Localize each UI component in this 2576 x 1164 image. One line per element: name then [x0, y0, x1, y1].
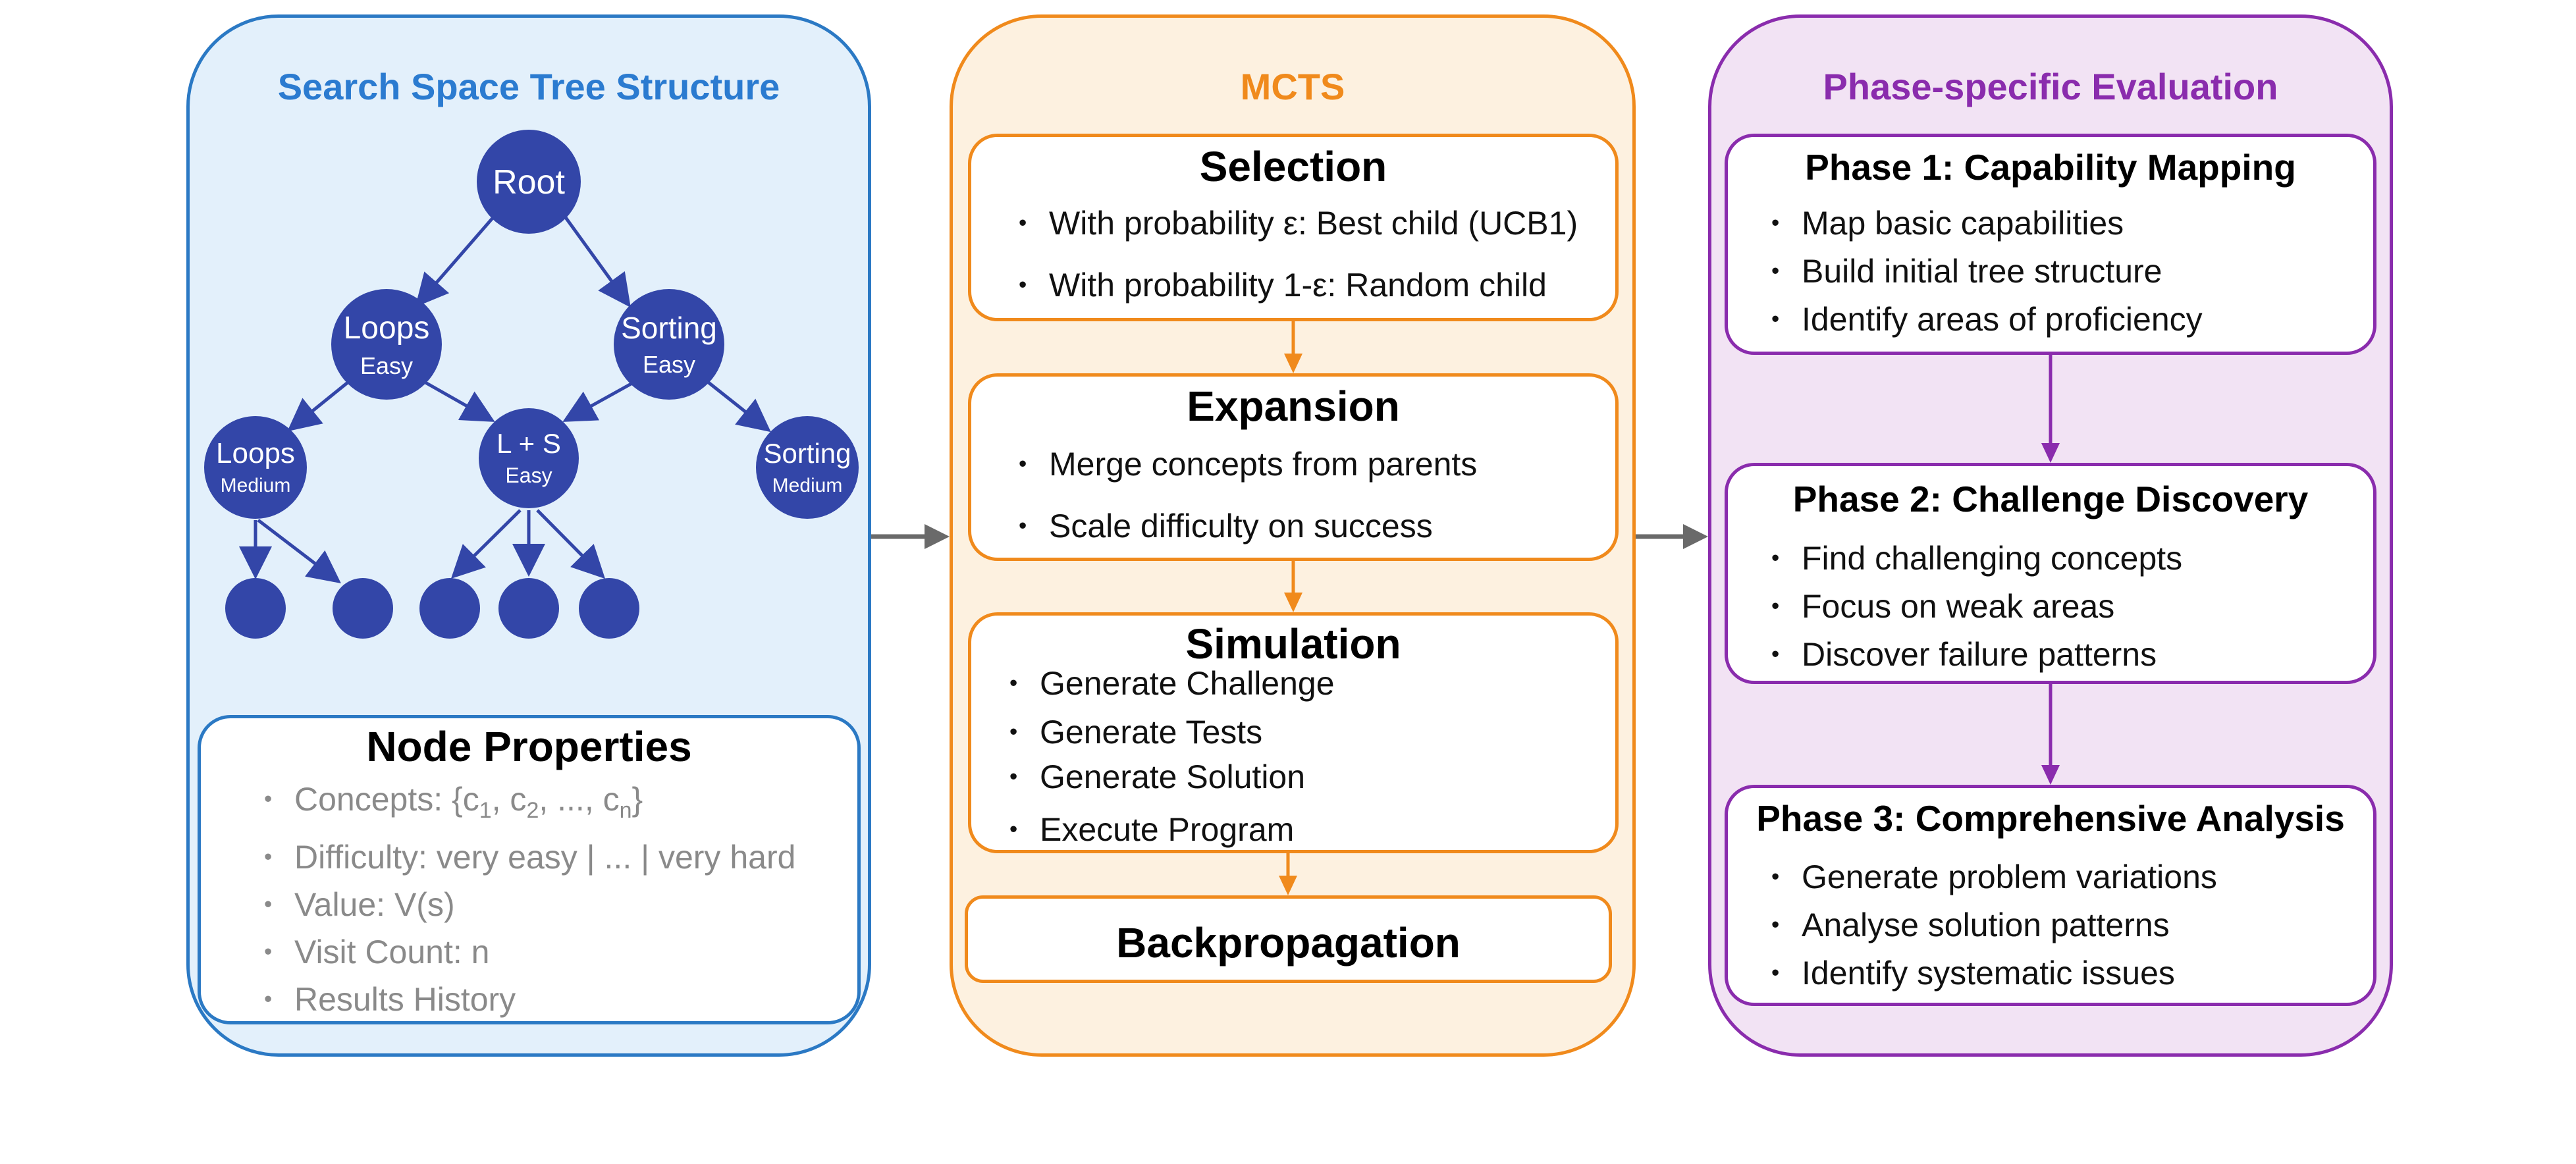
tree-leaf-4: [498, 578, 559, 639]
node-loops-med-sub: Medium: [221, 475, 291, 496]
node-sorting-med-label: Sorting: [763, 438, 851, 469]
node-loops-med-label: Loops: [216, 437, 295, 469]
prop-concepts: Concepts: {c1, c2, ..., cn}: [264, 783, 795, 841]
tree-node-loops-medium: [204, 416, 307, 519]
arrowhead-phase2-to-phase3: [2041, 765, 2060, 785]
node-loops-sub: Easy: [360, 352, 413, 379]
phase-evaluation-title: Phase-specific Evaluation: [1823, 66, 2278, 107]
prop-results-history: Results History: [264, 983, 795, 1030]
phase1-item-1: Map basic capabilities: [1771, 207, 2203, 255]
node-sorting-label: Sorting: [621, 311, 717, 345]
phase3-item-1: Generate problem variations: [1771, 860, 2217, 909]
phase2-item-3: Discover failure patterns: [1771, 638, 2182, 671]
tree-leaf-2: [333, 578, 393, 639]
phase2-title: Phase 2: Challenge Discovery: [1792, 479, 2309, 519]
simulation-title: Simulation: [1185, 620, 1401, 668]
phase1-box: Phase 1: Capability Mapping Map basic ca…: [1725, 134, 2376, 355]
arrowhead-expansion-to-simulation: [1284, 593, 1302, 612]
tree-node-sorting-medium: [756, 416, 859, 519]
selection-item-1: With probability ε: Best child (UCB1): [1019, 207, 1578, 269]
phase2-list: Find challenging concepts Focus on weak …: [1771, 542, 2182, 671]
selection-item-2: With probability 1-ε: Random child: [1019, 269, 1578, 302]
edge-sorting-ls: [562, 381, 635, 422]
simulation-item-1: Generate Challenge: [1009, 667, 1335, 716]
phase1-item-3: Identify areas of proficiency: [1771, 303, 2203, 336]
arrowhead-tree-to-mcts: [925, 524, 950, 549]
simulation-item-4: Execute Program: [1009, 813, 1335, 846]
node-sorting-med-sub: Medium: [772, 475, 843, 496]
edge-root-sorting: [563, 215, 631, 308]
backpropagation-title: Backpropagation: [1116, 919, 1461, 966]
simulation-box: Simulation Generate Challenge Generate T…: [968, 612, 1619, 853]
node-loops-label: Loops: [344, 311, 430, 346]
node-properties-title: Node Properties: [366, 723, 692, 770]
simulation-list: Generate Challenge Generate Tests Genera…: [1009, 667, 1335, 846]
prop-value: Value: V(s): [264, 888, 795, 936]
expansion-title: Expansion: [1187, 383, 1400, 430]
phase3-box: Phase 3: Comprehensive Analysis Generate…: [1725, 785, 2376, 1006]
expansion-list: Merge concepts from parents Scale diffic…: [1019, 448, 1477, 542]
edge-ls-leaf5: [536, 509, 606, 579]
edge-loopsmed-leaf2: [257, 519, 341, 584]
tree-leaf-3: [419, 578, 480, 639]
tree-node-ls: [479, 408, 579, 508]
arrowhead-phase1-to-phase2: [2041, 443, 2060, 463]
expansion-item-1: Merge concepts from parents: [1019, 448, 1477, 510]
expansion-item-2: Scale difficulty on success: [1019, 510, 1477, 542]
phase3-item-2: Analyse solution patterns: [1771, 909, 2217, 957]
edge-sorting-sortingmed: [707, 381, 771, 433]
phase3-title: Phase 3: Comprehensive Analysis: [1756, 798, 2345, 839]
tree-node-root: [477, 130, 581, 234]
expansion-box: Expansion Merge concepts from parents Sc…: [968, 373, 1619, 561]
selection-box: Selection With probability ε: Best child…: [968, 134, 1619, 321]
edge-ls-leaf3: [450, 509, 522, 579]
arrowhead-selection-to-expansion: [1284, 354, 1302, 373]
simulation-item-3: Generate Solution: [1009, 760, 1335, 813]
prop-difficulty: Difficulty: very easy | ... | very hard: [264, 841, 795, 888]
phase2-item-1: Find challenging concepts: [1771, 542, 2182, 590]
phase1-title: Phase 1: Capability Mapping: [1805, 147, 2296, 188]
mcts-title: MCTS: [1240, 66, 1345, 107]
phase1-list: Map basic capabilities Build initial tre…: [1771, 207, 2203, 336]
edge-root-loops: [415, 215, 495, 307]
node-ls-label: L + S: [496, 428, 561, 459]
edge-loops-ls: [424, 381, 495, 422]
phase2-box: Phase 2: Challenge Discovery Find challe…: [1725, 463, 2376, 684]
node-root-label: Root: [493, 163, 565, 201]
search-space-title: Search Space Tree Structure: [277, 66, 780, 107]
node-properties-box: Node Properties Concepts: {c1, c2, ..., …: [198, 715, 861, 1024]
prop-visit-count: Visit Count: n: [264, 936, 795, 983]
node-properties-list: Concepts: {c1, c2, ..., cn} Difficulty: …: [264, 783, 795, 1030]
node-sorting-sub: Easy: [643, 351, 695, 378]
tree-node-loops: [331, 289, 442, 400]
selection-list: With probability ε: Best child (UCB1) Wi…: [1019, 207, 1578, 302]
edge-loops-loopsmed: [287, 381, 349, 432]
tree-leaf-1: [225, 578, 286, 639]
arrowhead-simulation-to-backprop: [1279, 876, 1297, 895]
selection-title: Selection: [1199, 143, 1387, 190]
phase2-item-2: Focus on weak areas: [1771, 590, 2182, 638]
backpropagation-box: Backpropagation: [965, 895, 1612, 983]
tree-leaf-5: [579, 578, 639, 639]
node-ls-sub: Easy: [505, 463, 552, 487]
phase3-item-3: Identify systematic issues: [1771, 957, 2217, 990]
simulation-item-2: Generate Tests: [1009, 716, 1335, 760]
phase1-item-2: Build initial tree structure: [1771, 255, 2203, 303]
phase3-list: Generate problem variations Analyse solu…: [1771, 860, 2217, 990]
arrowhead-mcts-to-phases: [1683, 524, 1708, 549]
tree-node-sorting: [614, 289, 724, 400]
